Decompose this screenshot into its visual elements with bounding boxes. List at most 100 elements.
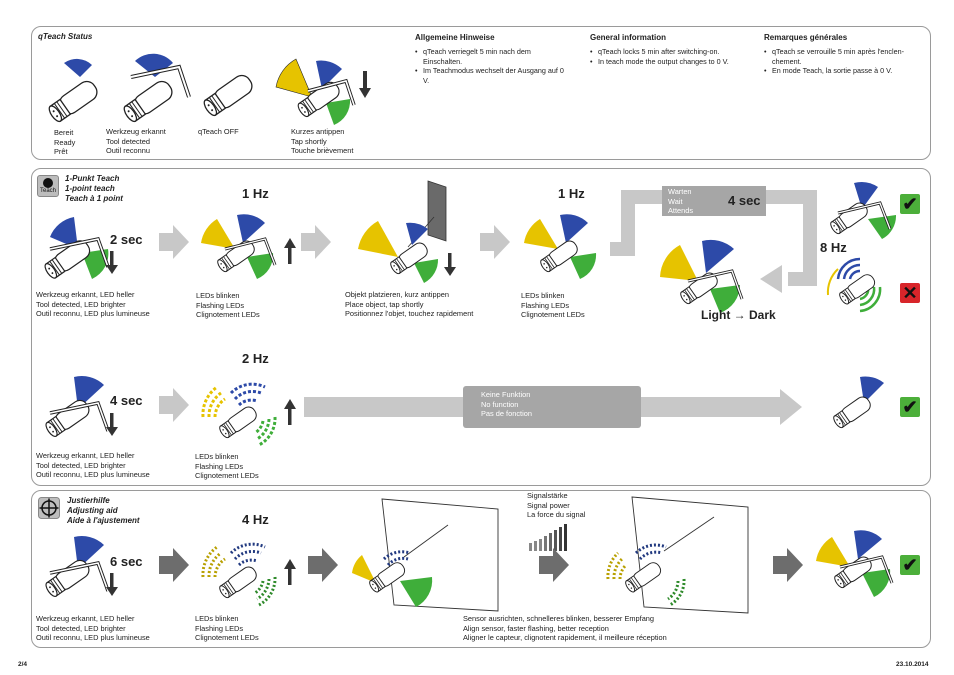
wait-box: Warten Wait Attends 4 sec (662, 186, 766, 216)
one-point-title-de: 1-Punkt Teach (65, 174, 120, 183)
adjust-step1-down-arrow (106, 573, 118, 596)
notes-en-item: qTeach locks 5 min after switching-on. (590, 47, 750, 57)
wait-label-fr: Attends (668, 206, 694, 216)
one-point-error-graphic (826, 257, 882, 313)
adjust-step1-graphic (42, 536, 110, 600)
qteach-status-title: qTeach Status (38, 32, 93, 41)
adjust-title-de: Justierhilfe (67, 496, 110, 505)
one-point-step2-freq: 1 Hz (242, 186, 269, 201)
flow-arrow-dark (308, 548, 338, 582)
one-point-success-graphic (827, 182, 897, 239)
notes-fr-item: qTeach se verrouille 5 min après l'encle… (764, 47, 924, 66)
teach-panel: Teach 1-Punkt Teach 1-point teach Teach … (31, 168, 931, 486)
adjust-misaligned-graphic (352, 498, 499, 612)
signal-strength-icon (529, 524, 567, 551)
one-point-step3-graphic (358, 180, 447, 283)
notes-en-title: General information (590, 33, 667, 42)
sensor-tap-graphic (275, 58, 356, 125)
sensor-off-graphic (200, 71, 257, 119)
flow-arrow (159, 225, 189, 259)
flow-arrow (159, 388, 189, 422)
adjust-success-graphic (816, 530, 894, 597)
notes-de: Allgemeine Hinweise qTeach verriegelt 5 … (415, 33, 565, 85)
one-point-step3-down-arrow (444, 253, 456, 276)
notes-fr-title: Remarques générales (764, 33, 848, 42)
error-freq: 8 Hz (820, 240, 847, 255)
adjust-title: Justierhilfe Adjusting aid Aide à l'ajus… (67, 496, 140, 526)
no-function-fr: Pas de fonction (481, 409, 532, 419)
light-dark-label: Light → Dark (701, 308, 776, 322)
notes-de-item: Im Teachmodus wechselt der Ausgang auf 0… (415, 66, 565, 85)
adjust-step2-graphic (201, 542, 277, 607)
flow-arrow-dark (539, 548, 569, 582)
two-point-step2-graphic (201, 382, 277, 447)
no-function-de: Keine Funktion (481, 390, 531, 399)
one-point-step1-down-arrow (106, 251, 118, 274)
two-point-step1-down-arrow (106, 413, 118, 436)
adjust-panel: Justierhilfe Adjusting aid Aide à l'ajus… (31, 490, 931, 648)
two-point-step1-graphic (42, 376, 110, 440)
flow-arrow-dark (773, 548, 803, 582)
one-point-step2-graphic (201, 214, 277, 279)
one-point-result-light-dark-graphic (660, 239, 744, 313)
no-function-box: Keine Funktion No function Pas de foncti… (463, 386, 641, 428)
check-icon: ✔ (900, 555, 920, 575)
adjust-step2-freq: 4 Hz (242, 512, 269, 527)
crosshair-icon (38, 497, 60, 519)
notes-en-item: In teach mode the output changes to 0 V. (590, 57, 750, 67)
adjust-step1-time: 6 sec (110, 554, 143, 569)
two-point-step2-up-arrow (284, 399, 296, 425)
notes-fr: Remarques générales qTeach se verrouille… (764, 33, 924, 76)
adjust-aligned-graphic (606, 496, 749, 614)
check-icon: ✔ (900, 397, 920, 417)
wait-label-en: Wait (668, 196, 683, 206)
state-off-label: qTeach OFF (198, 127, 239, 136)
one-point-step1-time: 2 sec (110, 232, 143, 247)
one-point-step4-graphic (524, 214, 597, 279)
one-point-title: 1-Punkt Teach 1-point teach Teach à 1 po… (65, 174, 123, 204)
flow-arrow (301, 225, 331, 259)
one-point-step1-graphic (41, 217, 110, 282)
no-function-en: No function (481, 399, 519, 409)
teach-icon-label: Teach (39, 188, 56, 194)
check-icon: ✔ (900, 194, 920, 214)
notes-fr-item: En mode Teach, la sortie passe à 0 V. (764, 66, 924, 76)
flow-arrow-dark (159, 548, 189, 582)
notes-de-item: qTeach verriegelt 5 min nach dem Einscha… (415, 47, 565, 66)
one-point-title-en: 1-point teach (65, 184, 115, 193)
flow-arrow (480, 225, 510, 259)
adjust-title-fr: Aide à l'ajustement (67, 516, 140, 525)
two-point-step1-time: 4 sec (110, 393, 143, 408)
notes-de-title: Allgemeine Hinweise (415, 33, 495, 42)
adjust-align-label: Sensor ausrichten, schnelleres blinken, … (463, 614, 667, 643)
wait-label-de: Warten (668, 187, 692, 196)
teach-icon: Teach (37, 175, 59, 197)
notes-en: General information qTeach locks 5 min a… (590, 33, 750, 66)
sensor-ready-graphic (45, 58, 102, 125)
two-point-success-graphic (830, 376, 884, 431)
one-point-title-fr: Teach à 1 point (65, 194, 123, 203)
two-point-step2-freq: 2 Hz (242, 351, 269, 366)
footer-date: 23.10.2014 (896, 661, 929, 668)
tap-down-arrow (359, 71, 371, 98)
one-point-step4-freq: 1 Hz (558, 186, 585, 201)
adjust-title-en: Adjusting aid (67, 506, 118, 515)
page-number: 2/4 (18, 661, 28, 668)
one-point-step2-up-arrow (284, 238, 296, 264)
sensor-tool-detected-graphic (120, 53, 191, 125)
wait-time: 4 sec (728, 193, 761, 208)
adjust-step2-up-arrow (284, 559, 296, 585)
